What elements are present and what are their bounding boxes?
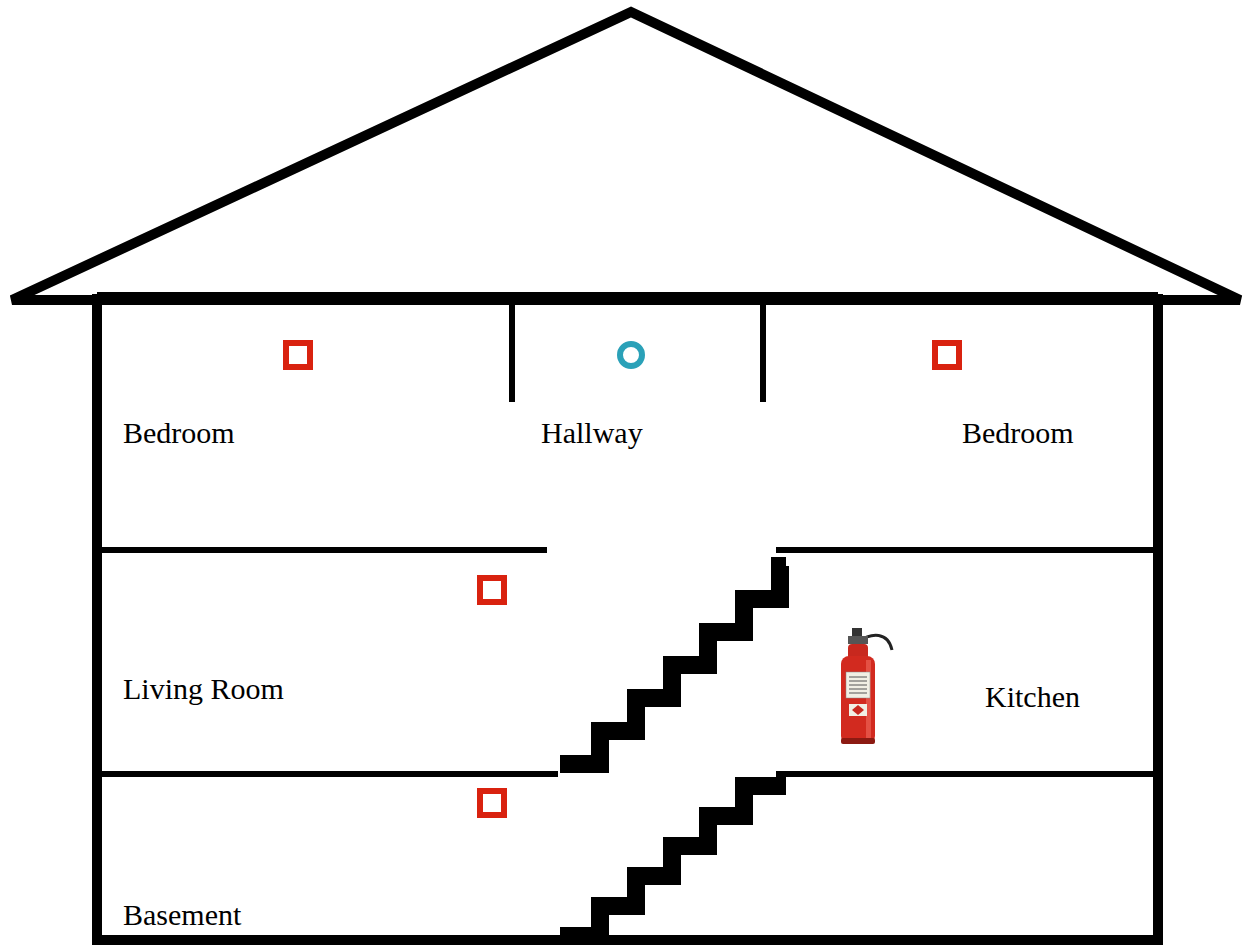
hall-partition (509, 300, 515, 402)
staircase (560, 786, 786, 936)
floor-line (776, 547, 1158, 553)
hall-partition (760, 300, 766, 402)
co-detector (620, 344, 642, 366)
smoke-alarm (480, 578, 504, 602)
fire-extinguisher (841, 628, 892, 744)
staircase (560, 566, 786, 764)
ceiling-line (97, 292, 1158, 302)
room-label: Basement (123, 898, 241, 931)
smoke-alarm (480, 791, 504, 815)
floor-line (97, 771, 558, 777)
roof (12, 12, 1240, 300)
room-label: Kitchen (985, 680, 1080, 713)
right-wall (1153, 294, 1163, 945)
room-label: Bedroom (123, 416, 235, 449)
ground-floor-line (92, 935, 1163, 945)
left-wall (92, 294, 102, 945)
floor-line (97, 547, 547, 553)
room-label: Living Room (123, 672, 284, 705)
smoke-alarm (286, 343, 310, 367)
smoke-alarm (935, 343, 959, 367)
floor-line (776, 771, 1158, 777)
room-label: Bedroom (962, 416, 1074, 449)
room-label: Hallway (541, 416, 643, 449)
